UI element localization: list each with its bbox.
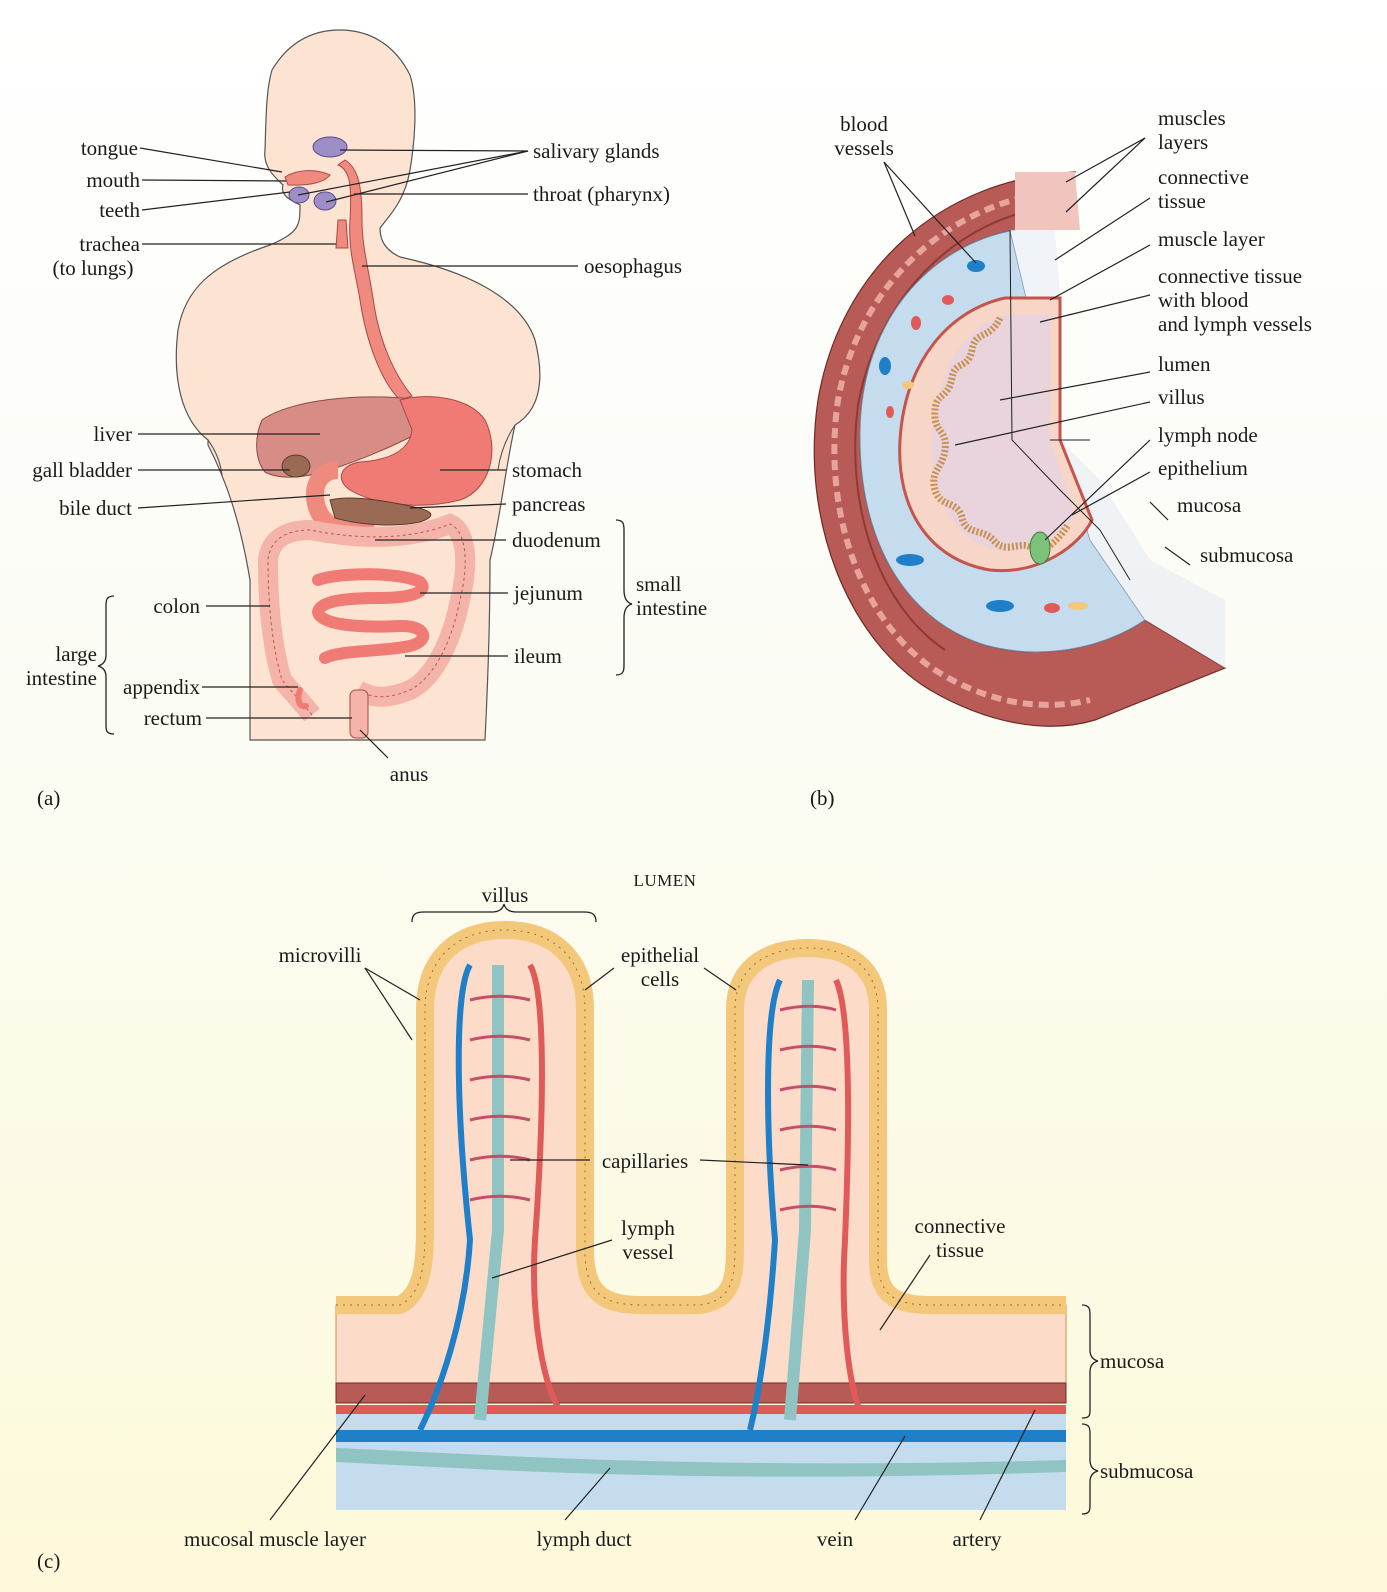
label-ct-vessels-2: with blood [1158,288,1249,312]
label-duodenum: duodenum [512,528,601,552]
submucosa-bracket [1082,1424,1098,1514]
label-muscle-layer: muscle layer [1158,227,1265,251]
label-jejunum: jejunum [513,581,583,605]
label-lymph-node: lymph node [1158,423,1258,447]
label-ileum: ileum [514,644,562,668]
label-throat: throat (pharynx) [533,182,670,206]
label-mucosa-b: mucosa [1177,493,1242,517]
label-mucosal-muscle-layer: mucosal muscle layer [184,1527,366,1551]
large-intestine-bracket [98,596,114,734]
artery-band [336,1405,1066,1414]
panel-c-villus-detail [270,904,1098,1520]
label-villus: villus [1158,385,1205,409]
vein-band [336,1430,1066,1442]
label-lymph-vessel-1: lymph [621,1216,675,1240]
panel-label-c: (c) [37,1549,60,1573]
label-lumen-c: LUMEN [634,871,697,890]
label-trachea-note: (to lungs) [52,256,133,280]
label-rectum: rectum [144,706,202,730]
label-blood-vessels-1: blood [840,112,888,136]
label-artery: artery [953,1527,1002,1551]
gall-bladder-shape [282,455,310,477]
label-ct-vessels-1: connective tissue [1158,264,1302,288]
panel-label-a: (a) [37,786,60,810]
label-submucosa-b: submucosa [1200,543,1294,567]
label-lymph-duct: lymph duct [536,1527,631,1551]
label-tongue: tongue [81,136,138,160]
label-connective-tissue-c1: connective [915,1214,1006,1238]
label-capillaries: capillaries [602,1149,688,1173]
label-large-intestine-1: large [55,642,97,666]
label-lumen: lumen [1158,352,1211,376]
label-muscles-layers-1: muscles [1158,106,1226,130]
label-colon: colon [153,594,200,618]
label-pancreas: pancreas [512,492,585,516]
label-teeth: teeth [99,198,140,222]
label-gall-bladder: gall bladder [32,458,132,482]
label-epithelial-cells-2: cells [641,967,679,991]
label-epithelium: epithelium [1158,456,1248,480]
mucosa-bracket [1082,1305,1098,1418]
label-small-intestine-2: intestine [636,596,707,620]
label-oesophagus: oesophagus [584,254,682,278]
rectum-shape [350,690,368,738]
lymph-node-shape [1030,532,1050,564]
label-ct-vessels-3: and lymph vessels [1158,312,1312,336]
label-epithelial-cells-1: epithelial [621,943,699,967]
label-mouth: mouth [86,168,140,192]
label-muscles-layers-2: layers [1158,130,1208,154]
label-trachea: trachea [79,232,140,256]
label-blood-vessels-2: vessels [834,136,894,160]
label-small-intestine-1: small [636,572,682,596]
label-large-intestine-2: intestine [26,666,97,690]
label-stomach: stomach [512,458,582,482]
label-vein: vein [817,1527,854,1551]
body-silhouette [176,30,540,740]
label-salivary-glands: salivary glands [533,139,660,163]
mucosal-muscle-band [336,1383,1066,1403]
label-bile-duct: bile duct [59,496,132,520]
small-intestine-bracket [616,520,632,675]
mucosa-tissue [336,930,1066,1400]
label-submucosa-c: submucosa [1100,1459,1194,1483]
label-connective-tissue-1: connective [1158,165,1249,189]
label-appendix: appendix [123,675,200,699]
label-lymph-vessel-2: vessel [622,1240,673,1264]
panel-label-b: (b) [810,786,835,810]
label-connective-tissue-2: tissue [1158,189,1206,213]
label-villus-c: villus [482,883,529,907]
label-anus: anus [390,762,429,786]
label-mucosa-c: mucosa [1100,1349,1165,1373]
label-connective-tissue-c2: tissue [936,1238,984,1262]
label-microvilli: microvilli [279,943,362,967]
label-liver: liver [94,422,132,446]
